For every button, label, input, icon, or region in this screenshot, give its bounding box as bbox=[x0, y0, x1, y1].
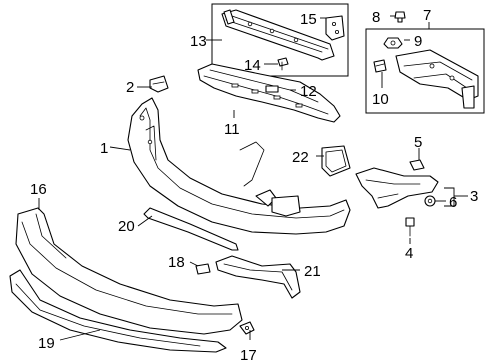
callout-12: 12 bbox=[300, 83, 317, 100]
bolt-4-part bbox=[405, 217, 415, 237]
bracket-2-part bbox=[149, 75, 169, 93]
bolt-14-part bbox=[277, 57, 289, 71]
callout-7: 7 bbox=[423, 7, 431, 24]
bracket-15-part bbox=[325, 15, 345, 41]
inset-box-bracket bbox=[365, 28, 485, 114]
grille-trim-21-part bbox=[215, 255, 301, 299]
impact-bar-part bbox=[221, 9, 335, 61]
callout-17: 17 bbox=[240, 347, 257, 360]
callout-18: 18 bbox=[168, 254, 185, 271]
callout-20: 20 bbox=[118, 218, 135, 235]
nut-6-part bbox=[424, 195, 436, 207]
bumper-fascia-part bbox=[127, 97, 351, 235]
callout-13: 13 bbox=[190, 33, 207, 50]
side-bracket-part bbox=[355, 167, 439, 209]
leader-lines bbox=[38, 15, 468, 341]
clip-10-part bbox=[373, 59, 387, 73]
callout-9: 9 bbox=[414, 33, 422, 50]
callout-10: 10 bbox=[372, 91, 389, 108]
callout-5: 5 bbox=[414, 134, 422, 151]
clip-18-part bbox=[195, 263, 211, 275]
callout-15: 15 bbox=[300, 11, 317, 28]
bracket-7-part bbox=[395, 49, 479, 109]
callout-2: 2 bbox=[126, 79, 134, 96]
clip-12-part bbox=[265, 85, 279, 93]
callout-labels: 1 2 3 4 5 6 7 8 9 10 11 12 13 14 15 16 1… bbox=[30, 7, 478, 360]
lower-molding-part bbox=[9, 269, 227, 353]
clip-5-part bbox=[409, 159, 425, 171]
nut-9-part bbox=[383, 37, 403, 49]
lower-valance-part bbox=[15, 207, 243, 335]
callout-11: 11 bbox=[224, 121, 240, 138]
molding-strip-20-part bbox=[143, 207, 239, 251]
callout-1: 1 bbox=[100, 140, 108, 157]
callout-22: 22 bbox=[292, 149, 309, 166]
callout-16: 16 bbox=[30, 181, 47, 198]
callout-21: 21 bbox=[304, 263, 321, 280]
bolt-8-part bbox=[394, 11, 406, 23]
callout-19: 19 bbox=[38, 335, 55, 352]
callout-14: 14 bbox=[244, 57, 261, 74]
callout-8: 8 bbox=[372, 9, 380, 26]
callout-4: 4 bbox=[405, 245, 413, 262]
grille-support-part bbox=[197, 63, 341, 123]
callout-3: 3 bbox=[470, 188, 478, 205]
fog-bezel-part bbox=[321, 145, 351, 177]
bolt-17-part bbox=[239, 321, 255, 335]
callout-6: 6 bbox=[449, 194, 457, 211]
